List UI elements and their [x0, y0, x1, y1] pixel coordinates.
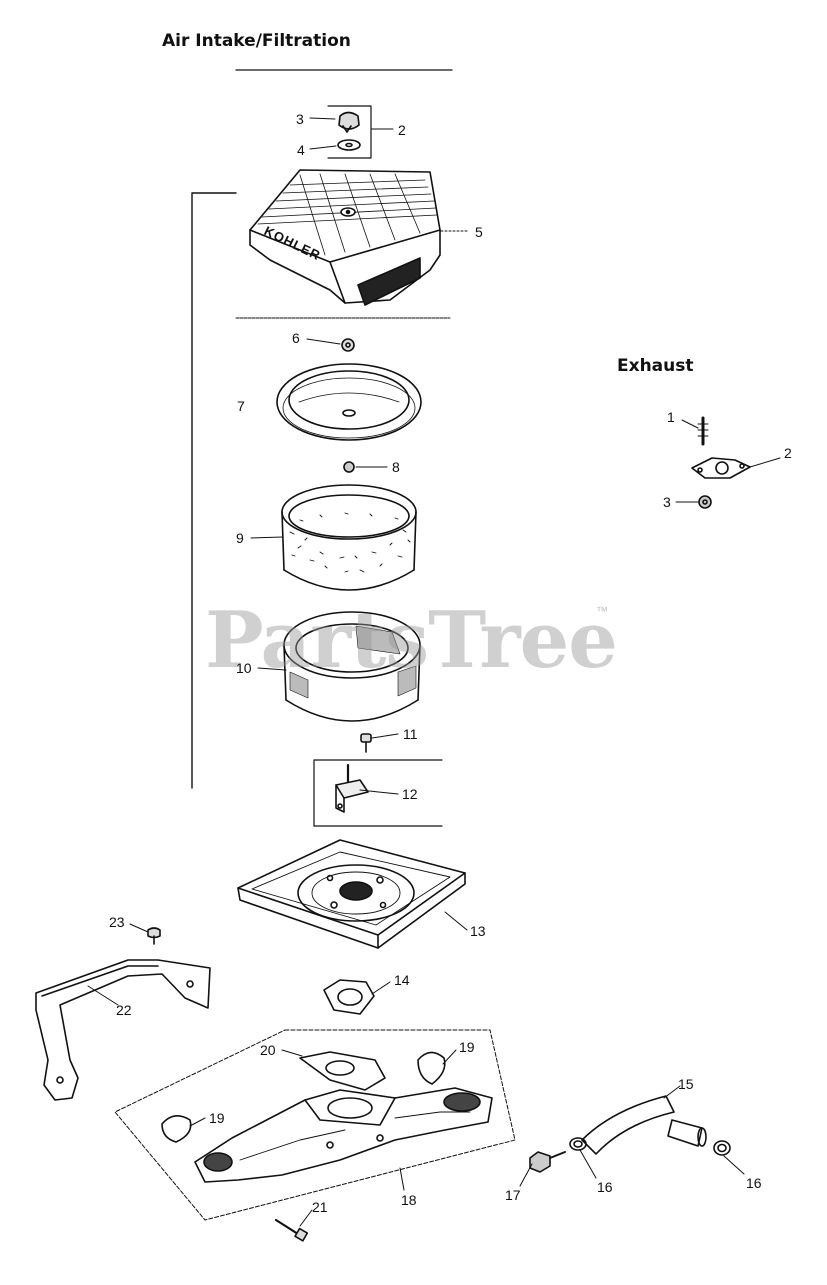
part-4-washer	[337, 139, 361, 151]
section-title-exhaust: Exhaust	[617, 356, 694, 376]
part-16-clamp-right	[713, 1140, 731, 1156]
part-20-gasket	[299, 1051, 386, 1091]
part-11-screw	[360, 733, 372, 753]
kit-outline-18	[114, 1029, 516, 1221]
label-part-15: 15	[678, 1076, 694, 1092]
part-14-gasket	[323, 979, 375, 1015]
label-part-21: 21	[312, 1199, 328, 1215]
leader-lines	[87, 117, 781, 1227]
part-21-bolt	[274, 1218, 309, 1242]
part-9-precleaner	[281, 484, 417, 591]
label-part-6: 6	[292, 330, 300, 346]
label-part-11: 11	[403, 726, 418, 742]
label-part-12: 12	[402, 786, 418, 802]
label-part-10: 10	[236, 660, 252, 676]
label-exhaust-part-2: 2	[784, 445, 792, 461]
exhaust-part-2-gasket	[691, 457, 751, 479]
label-part-3: 3	[296, 111, 304, 127]
label-part-13: 13	[470, 923, 486, 939]
part-16-clamp-left	[569, 1137, 587, 1151]
label-part-19-left: 19	[209, 1110, 225, 1126]
kit-box-12	[313, 759, 443, 827]
part-5-cover	[249, 169, 441, 306]
assembly-bracket	[191, 192, 237, 789]
label-part-23: 23	[109, 914, 125, 930]
label-part-17: 17	[505, 1187, 521, 1203]
label-part-14: 14	[394, 972, 410, 988]
exhaust-part-3-nut	[698, 495, 712, 509]
part-13-base	[237, 839, 466, 949]
part-8-nut	[343, 461, 355, 473]
part-10-filter-element	[283, 611, 421, 722]
part-18-elbow-manifold	[194, 1087, 493, 1183]
label-part-16-left: 16	[597, 1179, 613, 1195]
label-part-18: 18	[401, 1192, 417, 1208]
label-part-4: 4	[297, 142, 305, 158]
label-part-7: 7	[237, 398, 245, 414]
label-part-8: 8	[392, 459, 400, 475]
label-part-20: 20	[260, 1042, 276, 1058]
label-exhaust-part-1: 1	[667, 409, 675, 425]
part-22-support-bracket	[35, 959, 211, 1101]
exhaust-part-1-stud	[697, 416, 709, 446]
watermark-trademark: ™	[596, 604, 608, 618]
kit-bracket-2	[327, 105, 372, 159]
label-part-2: 2	[398, 122, 406, 138]
part-19-ring-left	[161, 1115, 192, 1143]
section-title-air-intake: Air Intake/Filtration	[162, 31, 351, 51]
watermark: PartsTree	[205, 595, 618, 686]
part-17-fitting	[529, 1151, 566, 1173]
label-part-5: 5	[475, 224, 483, 240]
label-part-9: 9	[236, 530, 244, 546]
part-12-bracket	[335, 763, 369, 813]
part-23-screw	[147, 927, 161, 945]
label-part-16-right: 16	[746, 1175, 762, 1191]
part-7-element-cover	[276, 363, 422, 441]
label-part-22: 22	[116, 1002, 132, 1018]
label-exhaust-part-3: 3	[663, 494, 671, 510]
label-part-19-right: 19	[459, 1039, 475, 1055]
part-19-ring-right	[417, 1051, 446, 1085]
part-3-knob	[338, 111, 360, 133]
part-15-breather-hose	[581, 1095, 707, 1155]
part-6-wing-nut	[341, 338, 355, 352]
